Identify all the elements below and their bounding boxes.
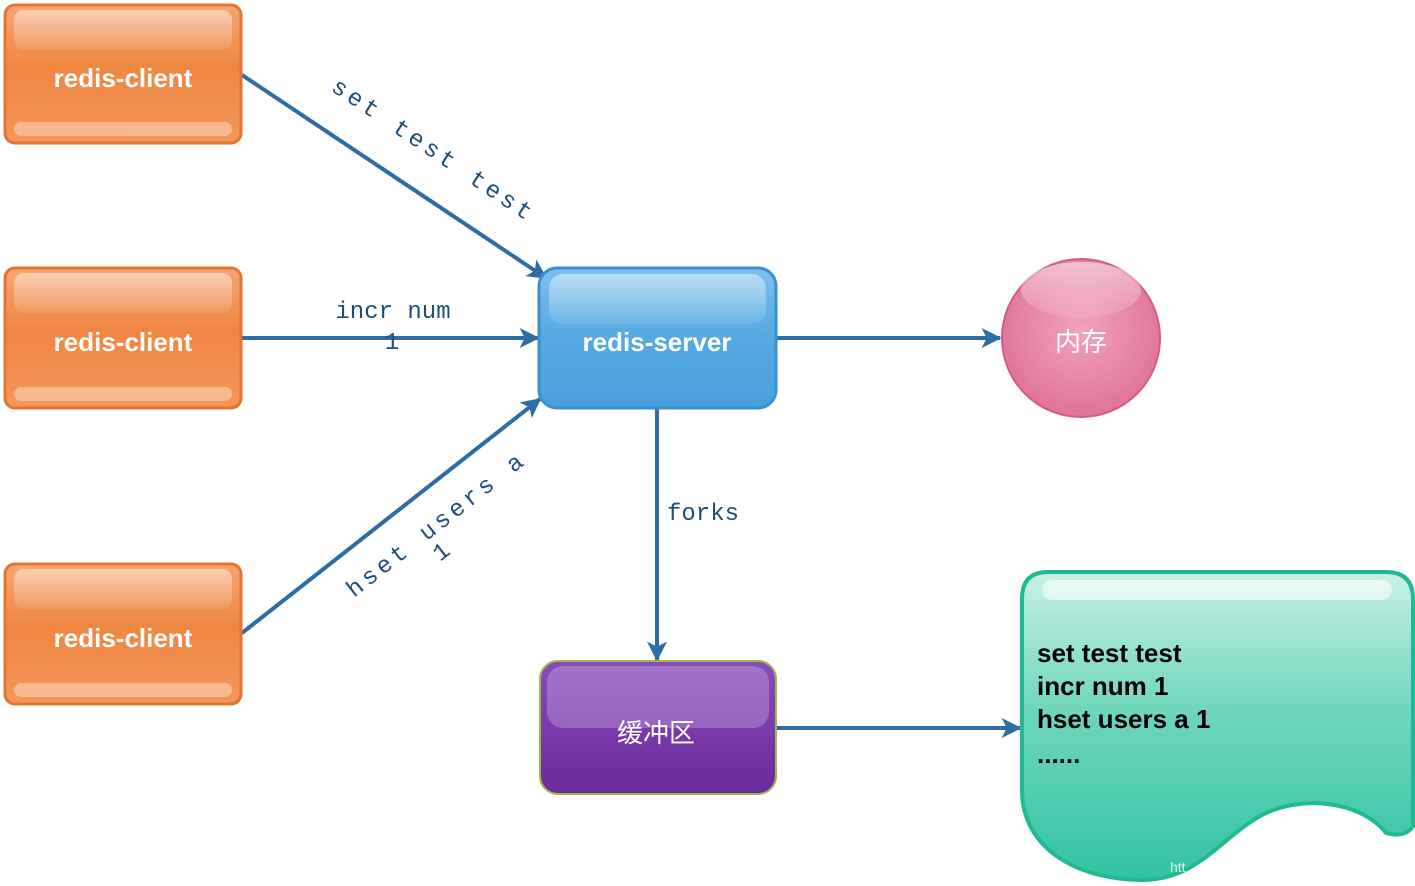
- edge-label-incr-num: incr num: [335, 299, 450, 326]
- memory-node: 内存: [1001, 258, 1161, 418]
- edges: [240, 73, 1022, 738]
- buffer-node: 缓冲区: [539, 660, 777, 795]
- buffer-label: 缓冲区: [617, 719, 695, 749]
- edge-label-hset-users-a: hset users a: [342, 447, 533, 604]
- redis-client-node-2: redis-client: [3, 266, 243, 410]
- edge-client1-server: [240, 73, 548, 280]
- aof-line-4: ......: [1037, 739, 1080, 769]
- edge-label-hset-users-a-arg: 1: [428, 538, 456, 568]
- redis-server-node: redis-server: [537, 266, 778, 410]
- edge-label-incr-num-arg: 1: [385, 330, 399, 357]
- aof-line-2: incr num 1: [1037, 671, 1168, 701]
- edge-client3-server: [240, 397, 542, 635]
- redis-client-node-3: redis-client: [3, 562, 243, 706]
- aof-line-3: hset users a 1: [1037, 704, 1210, 734]
- redis-client-label: redis-client: [54, 327, 193, 357]
- edge-label-forks: forks: [667, 501, 739, 528]
- redis-client-label: redis-client: [54, 63, 193, 93]
- aof-line-1: set test test: [1037, 638, 1182, 668]
- watermark-text: htt: [1170, 859, 1186, 875]
- redis-server-label: redis-server: [583, 327, 732, 357]
- redis-client-node-1: redis-client: [3, 3, 243, 145]
- memory-label: 内存: [1055, 328, 1107, 358]
- aof-file-node: set test test incr num 1 hset users a 1 …: [1020, 570, 1415, 883]
- redis-client-label: redis-client: [54, 623, 193, 653]
